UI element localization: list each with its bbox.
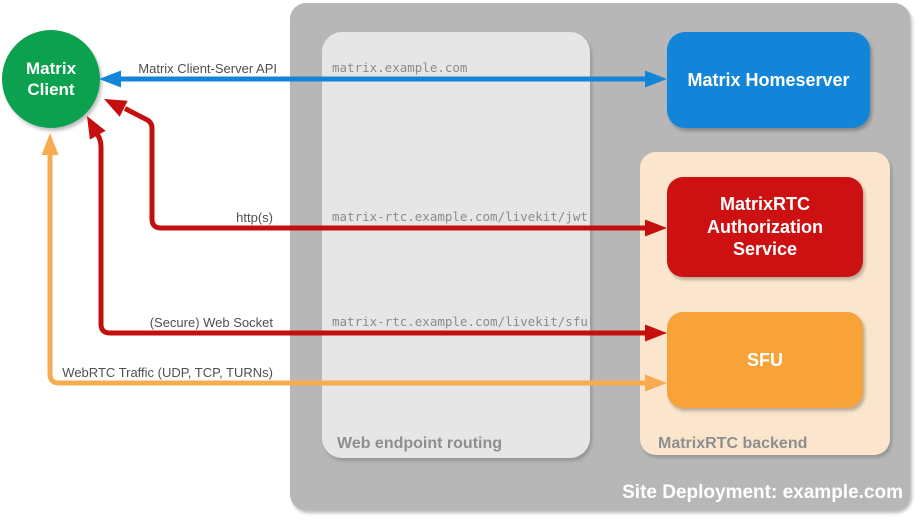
matrixrtc-authorization-service-node: MatrixRTC Authorization Service [667,177,863,277]
arrowhead-left-icon [87,116,106,140]
edge-label-https: http(s) [236,210,273,225]
endpoint-livekit-jwt: matrix-rtc.example.com/livekit/jwt [332,209,588,224]
matrix-homeserver-node: Matrix Homeserver [667,32,870,128]
web-endpoint-routing-container [322,32,590,458]
matrix-client-node: Matrix Client [2,30,100,128]
endpoint-livekit-sfu: matrix-rtc.example.com/livekit/sfu [332,314,588,329]
sfu-node: SFU [667,312,863,408]
matrixrtc-backend-caption: MatrixRTC backend [658,435,808,452]
web-endpoint-routing-caption: Web endpoint routing [337,435,503,452]
endpoint-matrix-example-com: matrix.example.com [332,60,468,75]
edge-label-client-server-api: Matrix Client-Server API [138,61,277,76]
edge-label-websocket: (Secure) Web Socket [149,315,273,330]
edge-label-webrtc: WebRTC Traffic (UDP, TCP, TURNs) [62,365,273,380]
site-deployment-caption: Site Deployment: example.com [622,482,903,503]
arrowhead-up-icon [41,133,59,155]
arrowhead-left-icon [104,99,128,117]
arrowhead-left-icon [99,70,121,88]
